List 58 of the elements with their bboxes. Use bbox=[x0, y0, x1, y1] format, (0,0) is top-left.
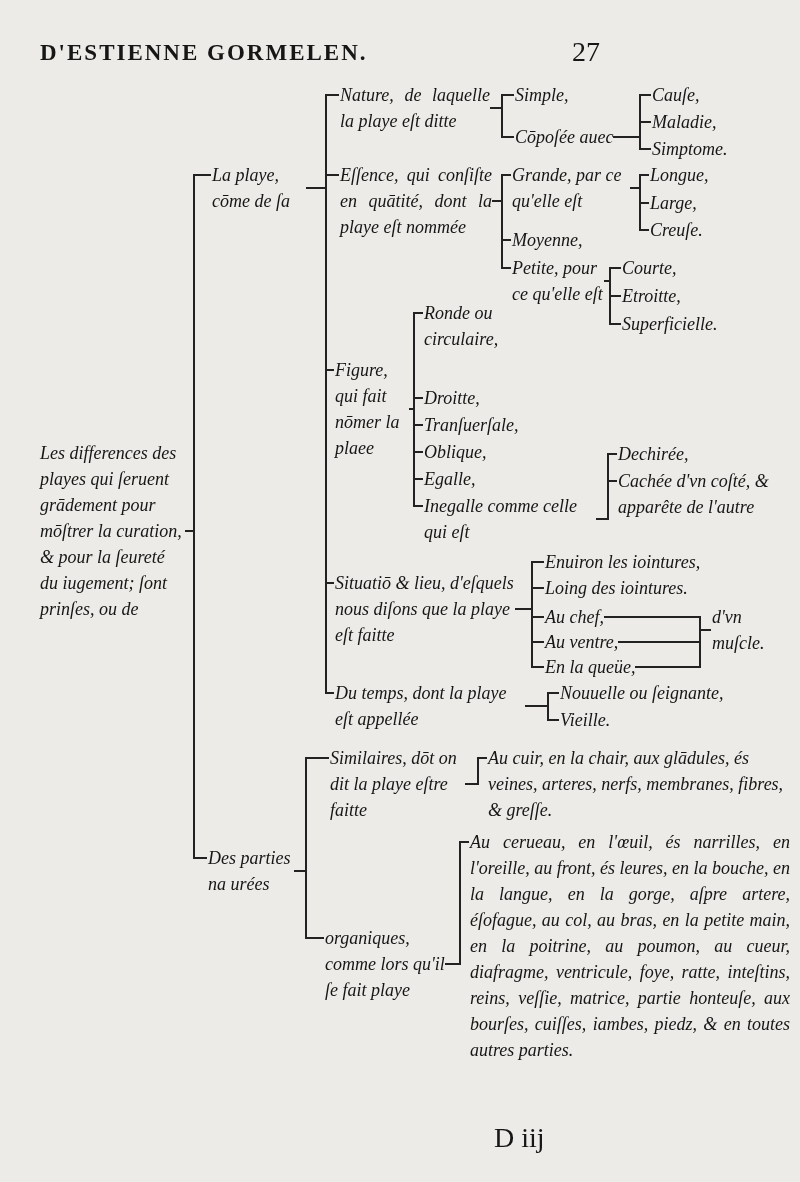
category-text: Vieille. bbox=[560, 707, 611, 733]
brace-line bbox=[514, 608, 545, 668]
category-text: Enuiron les iointures, bbox=[545, 549, 701, 575]
category-text: Large, bbox=[650, 190, 697, 216]
category-text: Figure, qui fait nōmer la plaee bbox=[335, 357, 409, 461]
category-text: Courte, bbox=[622, 255, 677, 281]
category-text: Moyenne, bbox=[512, 227, 583, 253]
category-text: Cōpoſée auec bbox=[515, 124, 614, 150]
brace-line bbox=[489, 107, 515, 138]
category-text: Simple, bbox=[515, 82, 569, 108]
category-text: Longue, bbox=[650, 162, 709, 188]
brace-line bbox=[612, 136, 652, 150]
brace-line bbox=[293, 870, 325, 939]
brace-line bbox=[305, 187, 335, 694]
category-text: Etroitte, bbox=[622, 283, 681, 309]
category-text: Au chef, bbox=[545, 604, 604, 630]
category-text: Situatiō & lieu, d'eſquels nous diſons que la playe eſt faitte bbox=[335, 570, 515, 648]
category-text: En la queüe, bbox=[545, 654, 636, 680]
category-text: Cachée d'vn coſté, & apparête de l'autre bbox=[618, 468, 786, 520]
brace-line bbox=[464, 757, 488, 785]
brace-line bbox=[629, 187, 650, 231]
page-number: 27 bbox=[572, 36, 600, 68]
brace-line bbox=[524, 705, 560, 721]
category-text: Loing des iointures. bbox=[545, 575, 688, 601]
category-text: Au cerueau, en l'œuil, és narrilles, en l'oreille, au front, és leures, en la bouche, en la langue, en la gorge, aſpre artere, éſofague, au col, au bras, en la petite main, en la poitrine, au poumon, au cueur, diafragme, ventricule, foye, ratte, inteſtins, reins, veſſie, matrice, partie honteuſe, aux bourſes, cuiſſes, iambes, piedz, & en toutes autres parties. bbox=[470, 829, 790, 1063]
category-text: Oblique, bbox=[424, 439, 487, 465]
category-text: Dechirée, bbox=[618, 441, 689, 467]
signature-mark: D iij bbox=[494, 1122, 545, 1154]
brace-line bbox=[444, 841, 470, 965]
category-text: Cauſe, bbox=[652, 82, 700, 108]
brace-line bbox=[491, 200, 512, 269]
brace-line bbox=[408, 408, 424, 507]
category-text: organiques, comme lors qu'il ſe fait playe bbox=[325, 925, 445, 1003]
category-text: Nature, de laquelle la playe eſt ditte bbox=[340, 82, 490, 134]
category-text: Inegalle comme celle qui eſt bbox=[424, 493, 596, 545]
category-text: Simptome. bbox=[652, 136, 728, 162]
category-text: Eſſence, qui conſiſte en quātité, dont la playe eſt nommée bbox=[340, 162, 492, 240]
category-text: Droitte, bbox=[424, 385, 480, 411]
category-text: Similaires, dōt on dit la playe eſtre faitte bbox=[330, 745, 465, 823]
brace-line bbox=[634, 629, 712, 668]
category-text: Au cuir, en la chair, aux glādules, és veines, arteres, nerfs, membranes, fibres, & greſſe. bbox=[488, 745, 788, 823]
category-text: d'vn muſcle. bbox=[712, 604, 768, 656]
category-text: Maladie, bbox=[652, 109, 717, 135]
category-text: Tranſuerſale, bbox=[424, 412, 519, 438]
category-text: Nouuelle ou ſeignante, bbox=[560, 680, 724, 706]
category-text: Au ventre, bbox=[545, 629, 619, 655]
category-text: Superficielle. bbox=[622, 311, 718, 337]
brace-line bbox=[184, 530, 208, 859]
category-text: Egalle, bbox=[424, 466, 476, 492]
page-heading: D'ESTIENNE GORMELEN. bbox=[40, 40, 368, 66]
category-text: Grande, par ce qu'elle eſt bbox=[512, 162, 630, 214]
category-text: Du temps, dont la playe eſt appellée bbox=[335, 680, 525, 732]
brace-line bbox=[595, 480, 618, 520]
category-text: Des parties na urées bbox=[208, 845, 294, 897]
brace-line bbox=[603, 280, 622, 325]
category-text: Les differences des playes qui ſeruent grādement pour mōſtrer la curation, & pour la ſeureté du iugement; ſont prinſes, ou de bbox=[40, 440, 185, 622]
category-text: La playe, cōme de ſa bbox=[212, 162, 306, 214]
category-text: Creuſe. bbox=[650, 217, 703, 243]
